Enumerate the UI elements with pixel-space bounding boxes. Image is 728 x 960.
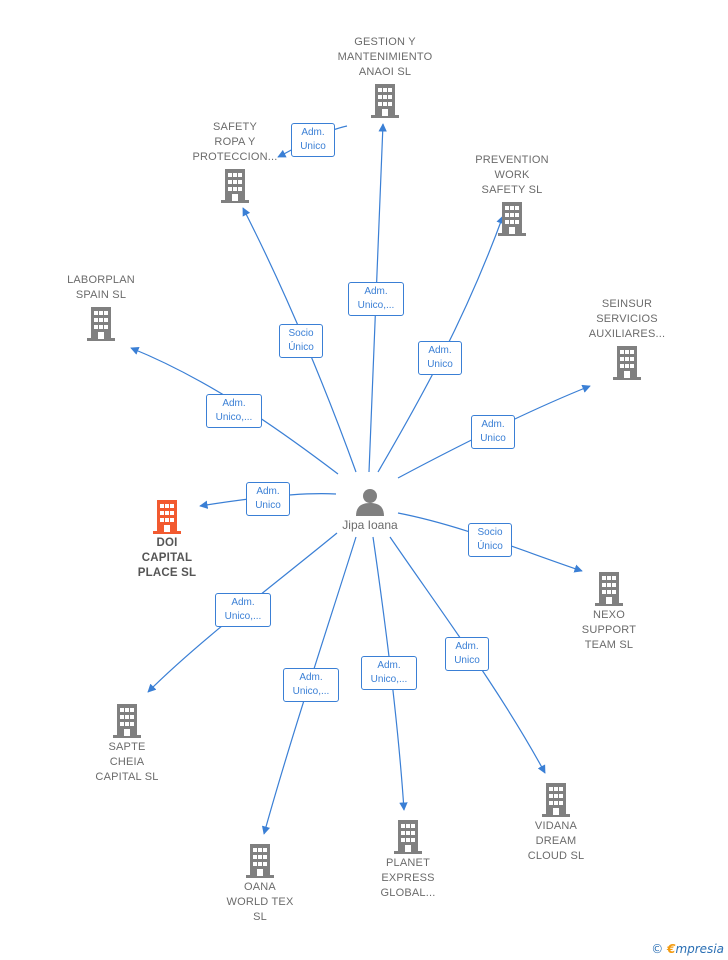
company-name[interactable]: SAPTE CHEIA CAPITAL SL (95, 741, 159, 783)
company-node-vidana[interactable]: VIDANA DREAM CLOUD SL (491, 779, 621, 864)
building-icon (218, 165, 252, 205)
company-name[interactable]: SEINSUR SERVICIOS AUXILIARES... (588, 298, 666, 340)
company-name[interactable]: LABORPLAN SPAIN SL (67, 274, 135, 301)
company-node-safety[interactable]: SAFETY ROPA Y PROTECCION... (170, 120, 300, 205)
company-name[interactable]: PREVENTION WORK SAFETY SL (475, 154, 549, 196)
person-icon (354, 486, 386, 518)
company-node-seinsur[interactable]: SEINSUR SERVICIOS AUXILIARES... (562, 297, 692, 382)
edge-label-safety-gestion[interactable]: Adm. Unico (291, 123, 335, 157)
company-node-nexo[interactable]: NEXO SUPPORT TEAM SL (544, 568, 674, 653)
company-name[interactable]: PLANET EXPRESS GLOBAL... (380, 857, 436, 899)
edge-label-planet[interactable]: Adm. Unico,... (361, 656, 417, 690)
brand-logo: © €mpresia (651, 942, 724, 956)
edge-label-prevention[interactable]: Adm. Unico (418, 341, 462, 375)
edge-label-vidana[interactable]: Adm. Unico (445, 637, 489, 671)
company-node-oana[interactable]: OANA WORLD TEX SL (195, 840, 325, 925)
company-node-planet[interactable]: PLANET EXPRESS GLOBAL... (343, 816, 473, 901)
edge-label-safety[interactable]: Socio Único (279, 324, 323, 358)
building-icon (243, 840, 277, 880)
building-icon (84, 303, 118, 343)
building-icon (539, 779, 573, 819)
building-icon (110, 700, 144, 740)
building-icon (610, 342, 644, 382)
company-node-prevention[interactable]: PREVENTION WORK SAFETY SL (447, 153, 577, 238)
company-node-sapte[interactable]: SAPTE CHEIA CAPITAL SL (62, 700, 192, 785)
edge-label-oana[interactable]: Adm. Unico,... (283, 668, 339, 702)
company-name[interactable]: DOI CAPITAL PLACE SL (137, 537, 197, 579)
copyright-symbol: © (651, 942, 664, 956)
company-node-doi[interactable]: DOI CAPITAL PLACE SL (102, 496, 232, 581)
edge-label-nexo[interactable]: Socio Único (468, 523, 512, 557)
edge-label-gestion[interactable]: Adm. Unico,... (348, 282, 404, 316)
building-icon (368, 80, 402, 120)
building-icon (150, 496, 184, 536)
edge-label-laborplan[interactable]: Adm. Unico,... (206, 394, 262, 428)
person-name[interactable]: Jipa Ioana (342, 518, 398, 532)
edge-label-sapte[interactable]: Adm. Unico,... (215, 593, 271, 627)
company-name[interactable]: GESTION Y MANTENIMIENTO ANAOI SL (337, 36, 433, 78)
brand-name: mpresia (675, 942, 724, 956)
company-name[interactable]: VIDANA DREAM CLOUD SL (527, 820, 585, 862)
person-node[interactable]: Jipa Ioana (330, 486, 410, 532)
company-node-gestion[interactable]: GESTION Y MANTENIMIENTO ANAOI SL (320, 35, 450, 120)
brand-e: € (667, 942, 676, 956)
company-node-laborplan[interactable]: LABORPLAN SPAIN SL (36, 273, 166, 343)
edge-label-doi[interactable]: Adm. Unico (246, 482, 290, 516)
building-icon (592, 568, 626, 608)
company-name[interactable]: SAFETY ROPA Y PROTECCION... (192, 121, 278, 163)
company-name[interactable]: OANA WORLD TEX SL (226, 881, 294, 923)
edge-label-seinsur[interactable]: Adm. Unico (471, 415, 515, 449)
company-name[interactable]: NEXO SUPPORT TEAM SL (581, 609, 637, 651)
building-icon (495, 198, 529, 238)
building-icon (391, 816, 425, 856)
